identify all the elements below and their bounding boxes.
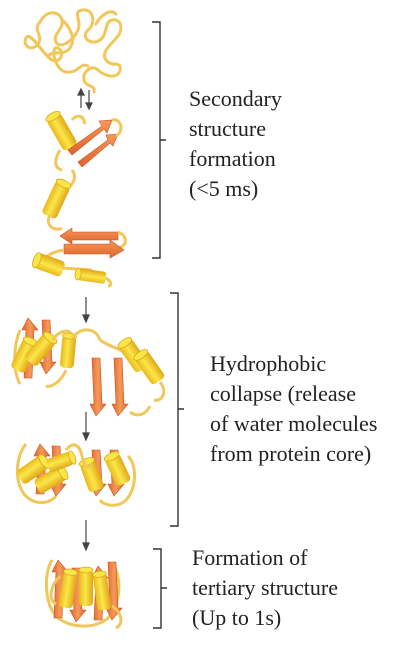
secondary-structure-1 [45,110,123,172]
process-arrow-3 [82,520,90,552]
bracket-tertiary [153,548,167,629]
collapse-structure-2 [16,443,136,507]
stage-label-tertiary: Formation of tertiary structure (Up to 1… [192,545,338,630]
process-arrow-1 [82,297,90,324]
stage-label-collapse: Hydrophobic collapse (release of water m… [210,351,378,466]
tertiary-structure [45,559,123,630]
secondary-structure-2 [32,169,127,288]
equilibrium-arrows [77,87,93,111]
bracket-collapse [170,292,184,527]
stage-label-secondary: Secondary structure formation (<5 ms) [189,86,282,201]
process-arrow-2 [82,412,90,442]
bracket-secondary [152,21,166,259]
unfolded-chain [23,8,123,94]
collapse-structure-1 [11,317,166,417]
brackets [152,21,184,629]
